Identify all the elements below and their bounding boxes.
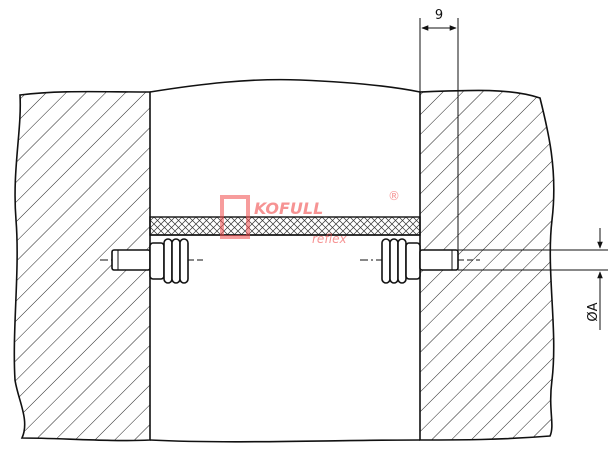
left-wall-section bbox=[13, 90, 151, 442]
right-wall-section bbox=[419, 89, 555, 441]
left-sleeve-assembly bbox=[100, 238, 205, 284]
watermark-brand: KOFULL bbox=[254, 199, 323, 218]
opening-bottom-edge bbox=[149, 439, 421, 443]
opening-top-edge bbox=[149, 78, 421, 93]
watermark-reg: ® bbox=[388, 189, 400, 203]
offset-dimension: 9 bbox=[419, 8, 459, 250]
watermark-logo: KOFULL reflex ® bbox=[220, 189, 400, 246]
right-sleeve-assembly bbox=[360, 238, 480, 284]
watermark-sub: reflex bbox=[312, 232, 347, 246]
offset-label: 9 bbox=[435, 8, 443, 23]
diameter-dimension: ØA bbox=[458, 228, 608, 330]
diameter-label: ØA bbox=[586, 302, 601, 321]
seal-layer bbox=[149, 216, 421, 236]
